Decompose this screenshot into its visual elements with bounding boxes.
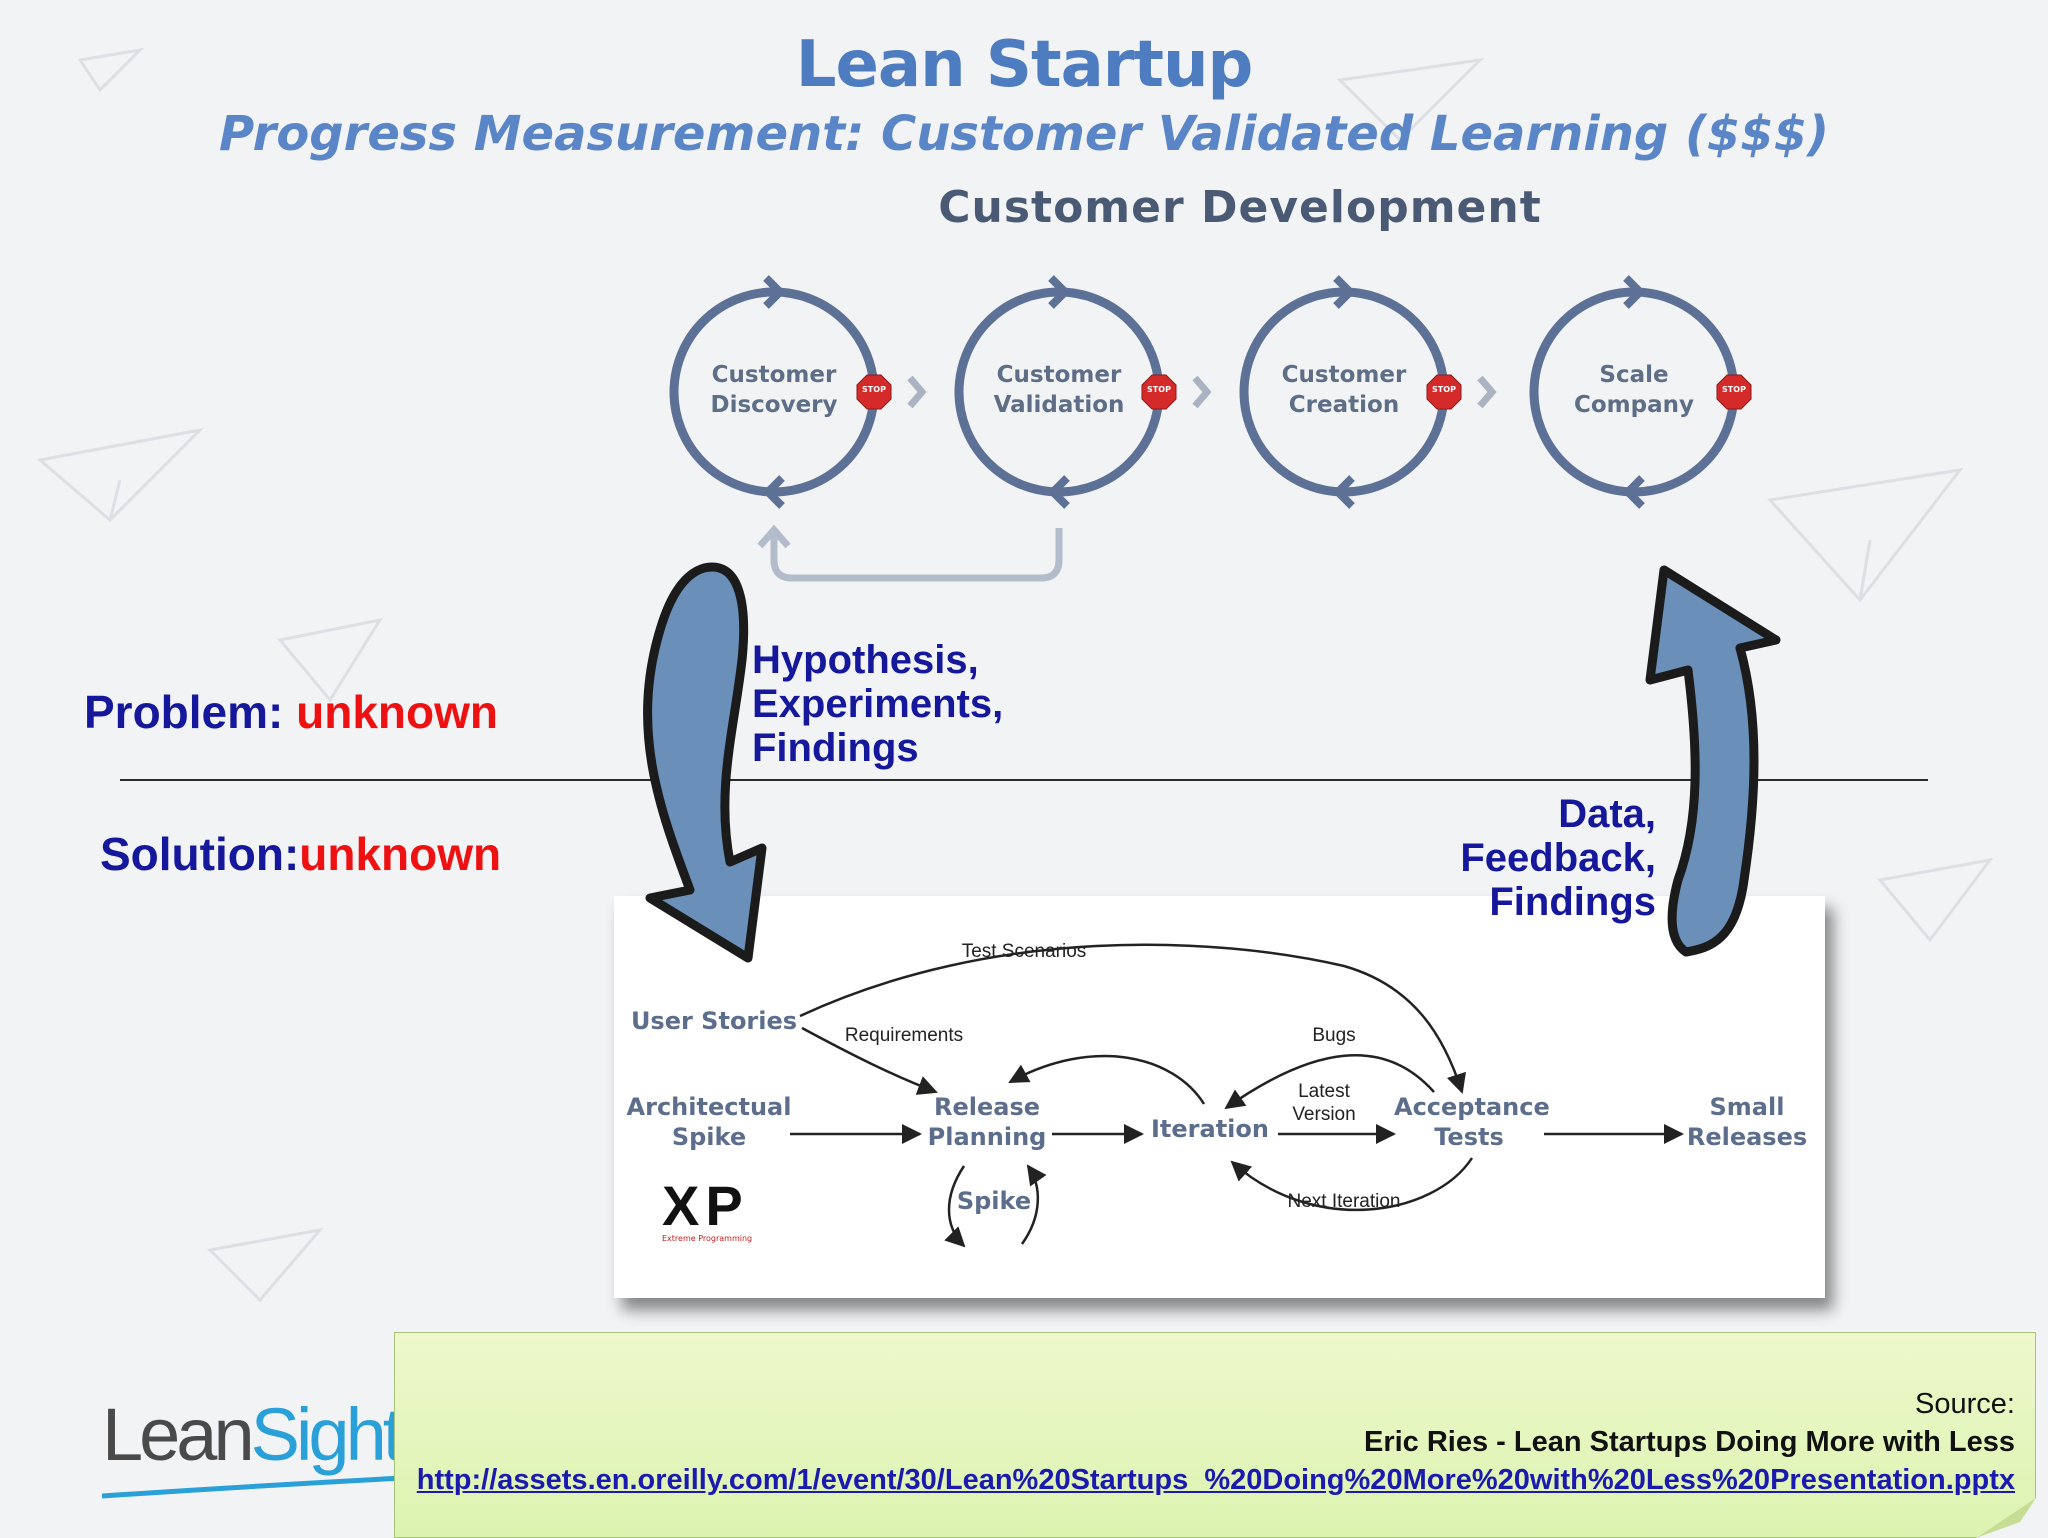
leansight-logo: LeanSight (102, 1392, 404, 1499)
next-iteration-label: Next Iteration (1287, 1191, 1401, 1212)
cycle-label-line: Creation (1288, 392, 1400, 418)
source-title: Eric Ries - Lean Startups Doing More wit… (1363, 1426, 2015, 1458)
node-line: Tests (1434, 1123, 1504, 1151)
chevron-right-icon (907, 375, 927, 409)
problem-label-text: Problem: (84, 686, 297, 738)
node-line: Planning (927, 1123, 1047, 1151)
node-line: Architectual (626, 1093, 792, 1121)
problem-value: unknown (296, 686, 499, 738)
cycle-label-scale: Scale Company (1554, 360, 1714, 420)
source-note: Source: Eric Ries - Lean Startups Doing … (394, 1332, 2036, 1538)
next-iteration-arrow (1230, 1157, 1474, 1212)
text-line: Feedback, (1460, 836, 1656, 880)
small-releases-node: Small Releases (1682, 1092, 1812, 1152)
requirements-label: Requirements (844, 1025, 964, 1046)
node-line: Releases (1686, 1123, 1808, 1151)
node-line: Acceptance (1394, 1093, 1550, 1121)
stop-label: STOP (1432, 385, 1456, 394)
logo-part-lean: Lean (102, 1393, 255, 1476)
cycle-label-line: Customer (996, 362, 1122, 388)
release-planning-node: Release Planning (922, 1092, 1052, 1152)
xp-logo-caption: Extreme Programming (662, 1234, 753, 1243)
stop-label: STOP (862, 385, 886, 394)
text-line: Data, (1558, 792, 1656, 836)
iteration-node: Iteration (1151, 1115, 1269, 1143)
paper-plane-icon (77, 47, 145, 93)
cycle-label-line: Customer (711, 362, 837, 388)
requirements-arrow (801, 1026, 938, 1095)
paper-plane-icon (36, 427, 205, 523)
chevron-right-icon (1192, 375, 1212, 409)
test-scenarios-label: Test Scenarios (961, 941, 1087, 962)
acceptance-tests-node: Acceptance Tests (1394, 1092, 1550, 1152)
problem-solution-divider (120, 779, 1928, 781)
stop-label: STOP (1722, 385, 1746, 394)
text-line: Hypothesis, (752, 638, 979, 682)
hypothesis-text: Hypothesis, Experiments, Findings (752, 638, 1003, 770)
architectural-spike-node: Architectual Spike (614, 1092, 804, 1152)
xp-logo: XP Extreme Programming (662, 1178, 772, 1248)
node-line: Release (933, 1093, 1041, 1121)
chevron-right-icon (1477, 375, 1497, 409)
xp-logo-mark: XP (662, 1174, 749, 1237)
spike-node: Spike (956, 1187, 1032, 1215)
label-line: Latest (1298, 1081, 1350, 1102)
label-line: Version (1292, 1104, 1356, 1125)
source-link[interactable]: http://assets.en.oreilly.com/1/event/30/… (416, 1464, 2015, 1496)
bugs-label: Bugs (1312, 1025, 1356, 1046)
iteration-to-planning-arrow (1008, 1054, 1206, 1105)
cycle-label-line: Discovery (710, 392, 838, 418)
cycle-label-validation: Customer Validation (979, 360, 1139, 420)
up-arrow-data (1645, 565, 1781, 957)
paper-plane-icon (277, 617, 384, 703)
solution-value: unknown (299, 828, 502, 880)
xp-connectors (790, 943, 1684, 1248)
customer-development-cycles (640, 260, 1752, 582)
page-curl-icon (1976, 1498, 2036, 1538)
paper-plane-icon (1767, 467, 1964, 603)
cycle-label-line: Company (1574, 392, 1694, 418)
stop-label: STOP (1147, 385, 1171, 394)
problem-label: Problem: unknown (84, 689, 498, 735)
logo-swoosh (102, 1476, 402, 1499)
cycle-label-line: Scale (1599, 362, 1669, 388)
node-line: Spike (671, 1123, 747, 1151)
down-arrow-hypothesis (643, 562, 767, 963)
solution-label: Solution:unknown (100, 831, 501, 877)
text-line: Findings (1489, 880, 1656, 924)
xp-process-diagram: User Stories Architectual Spike Release … (614, 896, 1825, 1298)
data-feedback-text: Data, Feedback, Findings (1380, 792, 1656, 924)
cycle-label-line: Validation (993, 392, 1125, 418)
cycle-label-creation: Customer Creation (1264, 360, 1424, 420)
latest-version-label: Latest Version (1274, 1080, 1374, 1126)
loop-back-arrowhead (757, 524, 791, 549)
bugs-arrow (1224, 1053, 1435, 1110)
spike-loop-left (944, 1165, 966, 1248)
loop-back-arrow (770, 528, 1063, 582)
node-line: Small (1709, 1093, 1785, 1121)
cycle-label-line: Customer (1281, 362, 1407, 388)
source-label: Source: (1915, 1388, 2015, 1420)
cycle-label-discovery: Customer Discovery (694, 360, 854, 420)
solution-label-text: Solution: (100, 828, 300, 880)
page-subtitle: Progress Measurement: Customer Validated… (218, 106, 1830, 162)
text-line: Experiments, (752, 682, 1004, 726)
source-text: Source: Eric Ries - Lean Startups Doing … (417, 1385, 2015, 1499)
test-scenarios-arrow (799, 943, 1467, 1094)
page-title: Lean Startup (795, 28, 1254, 102)
spike-loop-right (1020, 1164, 1047, 1245)
logo-part-sight: Sight (250, 1393, 404, 1476)
text-line: Findings (752, 726, 919, 770)
paper-plane-icon (1877, 857, 1994, 943)
paper-plane-icon (1336, 57, 1485, 143)
paper-plane-icon (206, 1227, 324, 1303)
user-stories-node: User Stories (630, 1007, 798, 1035)
customer-development-title: Customer Development (938, 182, 1542, 233)
